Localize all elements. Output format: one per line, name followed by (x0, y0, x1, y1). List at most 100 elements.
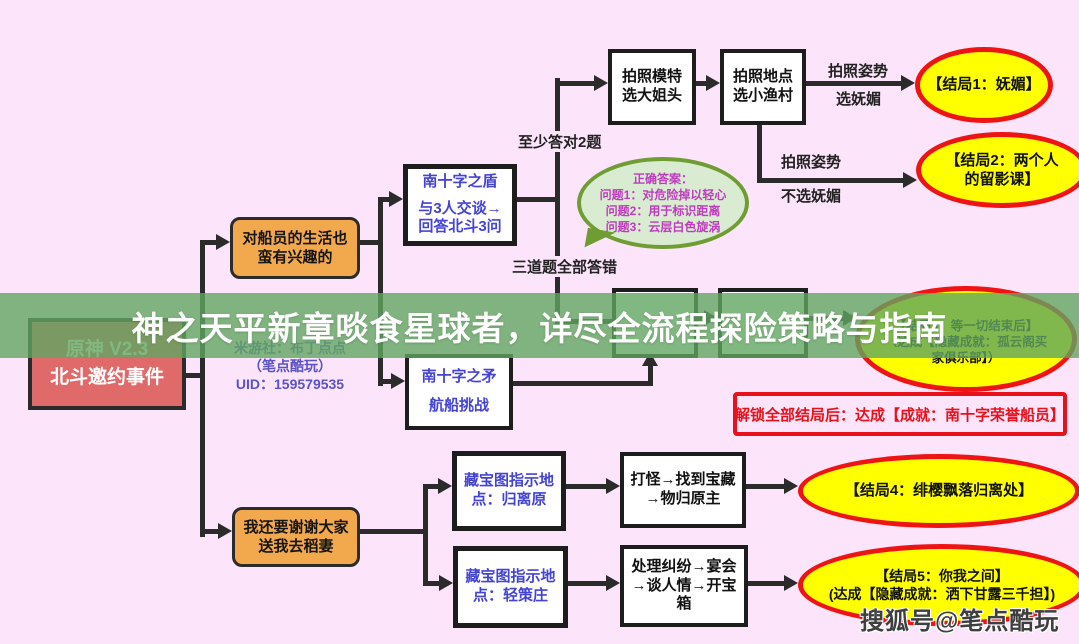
node-photo-model: 拍照模特 选大姐头 (608, 49, 696, 125)
page-title: 神之天平新章啖食星球者，详尽全流程探险策略与指南 (131, 309, 948, 347)
ending-5-line1: 【结局5：你我之间】 (875, 567, 1009, 584)
node-interest: 对船员的生活也 蛮有兴趣的 (230, 217, 360, 279)
arrowhead-place-ending1 (901, 75, 915, 91)
connector-spear-right (505, 381, 653, 386)
node-photo-place-line1: 拍照地点 (732, 68, 793, 86)
ending-4: 【结局4：绯樱飘落归离处】 (798, 454, 1079, 528)
node-dispute: 处理纠纷→宴会 →谈人情→开宝 箱 (620, 545, 748, 627)
arrowhead-to-map2 (439, 575, 453, 591)
title-banner: 神之天平新章啖食星球者，详尽全流程探险策略与指南 (0, 293, 1079, 358)
connector-map2-dispute (558, 581, 606, 586)
node-shield-line2: 与3人交谈→ (418, 199, 502, 217)
node-spear-line2: 航船挑战 (428, 397, 489, 414)
label-pose-select2: 选妩媚 (836, 91, 882, 108)
answer-bubble-q2: 问题2：用于标识距离 (605, 204, 721, 218)
ending-2-line1: 【结局2：两个人 (945, 151, 1059, 169)
arrowhead-dispute-ending5 (784, 575, 798, 591)
connector-place-down (757, 118, 762, 183)
author-alias: （笔点酷玩） (248, 358, 332, 375)
node-photo-model-line1: 拍照模特 (621, 68, 682, 86)
connector-source-spine (176, 373, 203, 378)
watermark: 搜狐号@笔点酷玩 (860, 608, 1060, 635)
connector-thanks-branch (352, 529, 428, 534)
connector-to-interest (200, 240, 218, 245)
connector-branch1-vertical (378, 197, 383, 386)
node-shield-title: 南十字之盾 (422, 172, 498, 190)
connector-to-photo-model (557, 81, 596, 86)
connector-spear-up (648, 364, 653, 386)
node-interest-line2: 蛮有兴趣的 (257, 249, 333, 266)
ending-4-text: 【结局4：绯樱飘落归离处】 (844, 482, 1034, 500)
node-treasure-map-2-line2: 点：轻策庄 (472, 587, 548, 604)
answer-bubble: 正确答案： 问题1：对危险掉以轻心 问题2：用于标识距离 问题3：云层白色旋涡 (577, 157, 749, 249)
connector-to-spear (378, 379, 391, 384)
node-dispute-line2: →谈人情→开宝 (631, 576, 737, 594)
achievement-banner: 解锁全部结局后：达成【成就：南十字荣誉船员】 (733, 392, 1067, 436)
author-uid: UID：159579535 (235, 376, 345, 393)
node-treasure-map-1-line2: 点：归离原 (471, 491, 547, 508)
connector-to-ending2 (757, 178, 905, 183)
arrowhead-to-photo-model (594, 75, 608, 91)
node-treasure-map-1: 藏宝图指示地 点：归离原 (452, 451, 566, 531)
ending-2: 【结局2：两个人 的留影课】 (916, 132, 1079, 208)
achievement-banner-text: 解锁全部结局后：达成【成就：南十字荣誉船员】 (735, 406, 1066, 424)
node-treasure-map-2-line1: 藏宝图指示地 (465, 568, 556, 586)
connector-main-vertical (555, 78, 560, 324)
ending-5-line2: (达成【隐藏成就：洒下甘露三千担】) (828, 586, 1056, 602)
node-photo-model-line2: 选大姐头 (621, 87, 682, 104)
arrowhead-to-interest (216, 234, 230, 250)
ending-1: 【结局1：妩媚】 (915, 47, 1053, 123)
node-thanks-line1: 我还要谢谢大家 (243, 518, 349, 536)
ending-5: 【结局5：你我之间】 (达成【隐藏成就：洒下甘露三千担】) (798, 544, 1079, 626)
arrowhead-to-map1 (438, 478, 452, 494)
node-treasure-map-1-line1: 藏宝图指示地 (463, 472, 554, 490)
connector-dispute-ending5 (740, 581, 784, 586)
arrowhead-map2-dispute (606, 575, 620, 591)
connector-model-place (687, 81, 708, 86)
arrowhead-to-shield (389, 191, 403, 207)
connector-branch2-vertical (423, 484, 428, 586)
arrowhead-map1-fight (606, 478, 620, 494)
node-fight-treasure-line1: 打怪→找到宝藏 (630, 471, 736, 489)
node-thanks-line2: 送我去稻妻 (258, 538, 334, 555)
connector-left-spine (200, 240, 205, 537)
label-answer-2-correct: 至少答对2题 (516, 131, 604, 152)
arrowhead-fight-ending4 (784, 478, 798, 494)
node-dispute-line1: 处理纠纷→宴会 (631, 557, 737, 575)
connector-place-ending1 (798, 81, 903, 86)
connector-map1-fight (555, 484, 606, 489)
arrowhead-to-spear (391, 373, 405, 389)
arrowhead-model-place (706, 75, 720, 91)
answer-bubble-tail-icon (584, 227, 616, 253)
connector-interest-branch (353, 240, 383, 245)
connector-to-map1 (423, 484, 438, 489)
node-photo-place: 拍照地点 选小渔村 (720, 49, 806, 125)
ending-1-text: 【结局1：妩媚】 (927, 76, 1041, 94)
label-pose-select: 拍照姿势 (828, 63, 889, 80)
connector-shield-main (507, 197, 557, 202)
answer-bubble-title: 正确答案： (632, 171, 693, 186)
label-all-wrong: 三道题全部答错 (510, 256, 620, 277)
answer-bubble-q1: 问题1：对危险掉以轻心 (599, 187, 727, 202)
connector-to-map2 (423, 581, 439, 586)
node-dispute-line3: 箱 (676, 595, 692, 613)
node-shield-line3: 回答北斗3问 (418, 218, 502, 236)
node-spear-title: 南十字之矛 (421, 368, 497, 386)
source-version-line2: 北斗邀约事件 (49, 367, 164, 388)
node-treasure-map-2: 藏宝图指示地 点：轻策庄 (453, 546, 568, 628)
connector-to-thanks (200, 529, 220, 534)
node-fight-treasure-line2: →物归原主 (645, 490, 721, 507)
arrowhead-to-ending2 (903, 172, 917, 188)
node-shield: 南十字之盾 与3人交谈→ 回答北斗3问 (403, 164, 517, 246)
node-photo-place-line2: 选小渔村 (732, 87, 793, 104)
label-pose-noselect: 拍照姿势 (781, 154, 842, 171)
node-spear: 南十字之矛 航船挑战 (405, 354, 513, 430)
connector-to-shield (378, 197, 391, 202)
answer-bubble-q3: 问题3：云层白色旋涡 (605, 220, 721, 235)
node-thanks: 我还要谢谢大家 送我去稻妻 (232, 507, 360, 567)
label-pose-noselect2: 不选妩媚 (781, 188, 842, 205)
connector-fight-ending4 (738, 484, 784, 489)
node-interest-line1: 对船员的生活也 (242, 229, 348, 247)
node-fight-treasure: 打怪→找到宝藏 →物归原主 (620, 452, 746, 528)
